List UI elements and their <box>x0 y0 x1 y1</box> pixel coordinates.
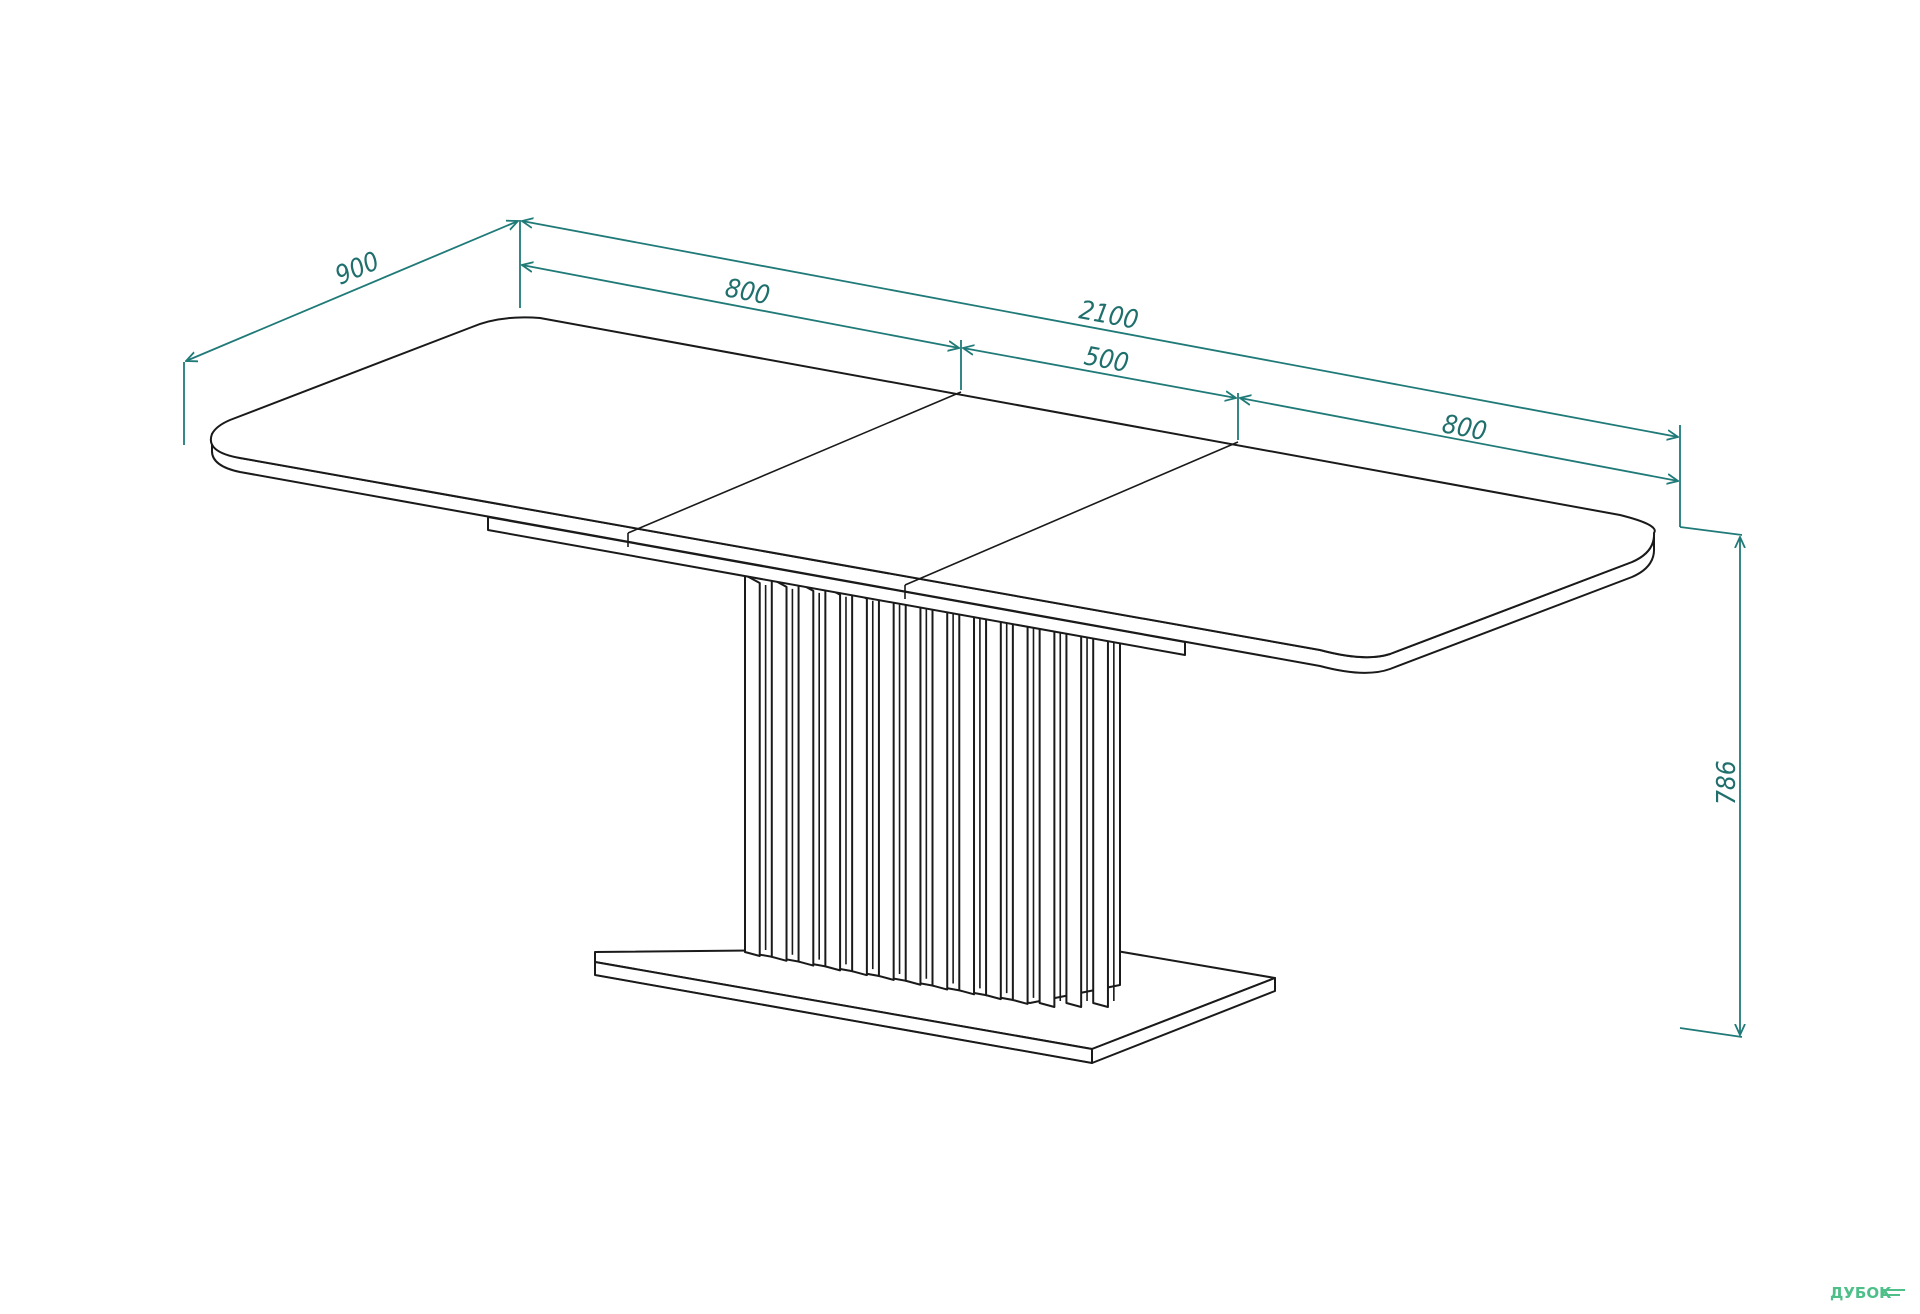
pedestal-column <box>744 574 1121 1008</box>
dim-line-900 <box>186 221 518 361</box>
dim-label-786: 786 <box>1712 760 1742 805</box>
pedestal-slat <box>744 574 761 957</box>
pedestal-slat <box>1065 621 1083 1008</box>
dim-line-800-left <box>522 265 959 348</box>
pedestal-slat <box>1011 613 1029 1005</box>
seam-right <box>904 441 1239 586</box>
pedestal-flutes <box>744 574 1115 1008</box>
watermark-logo: ДУБОК <box>1830 1284 1905 1302</box>
dim-label-900: 900 <box>331 246 384 291</box>
pedestal-slat <box>797 581 815 967</box>
dim-label-500: 500 <box>1082 341 1131 379</box>
dim-line-500 <box>963 348 1236 398</box>
pedestal-slat <box>1092 625 1109 1008</box>
pedestal-slat <box>1038 617 1056 1008</box>
dimension-lines <box>183 220 1742 1038</box>
pedestal-slat <box>851 589 868 977</box>
dim-label-800-left: 800 <box>723 273 772 311</box>
pedestal-slat <box>958 605 976 996</box>
dim-label-2100: 2100 <box>1077 295 1141 335</box>
pedestal-slat <box>904 597 922 986</box>
pedestal-slat <box>985 609 1002 1001</box>
pedestal-slat <box>824 585 842 972</box>
dim-line-800-right <box>1240 398 1678 481</box>
pedestal-slat <box>931 601 949 991</box>
dim-label-800-right: 800 <box>1440 409 1489 447</box>
watermark-text: ДУБОК <box>1830 1284 1892 1302</box>
pedestal-slat <box>877 593 895 981</box>
pedestal-slat <box>770 577 788 962</box>
